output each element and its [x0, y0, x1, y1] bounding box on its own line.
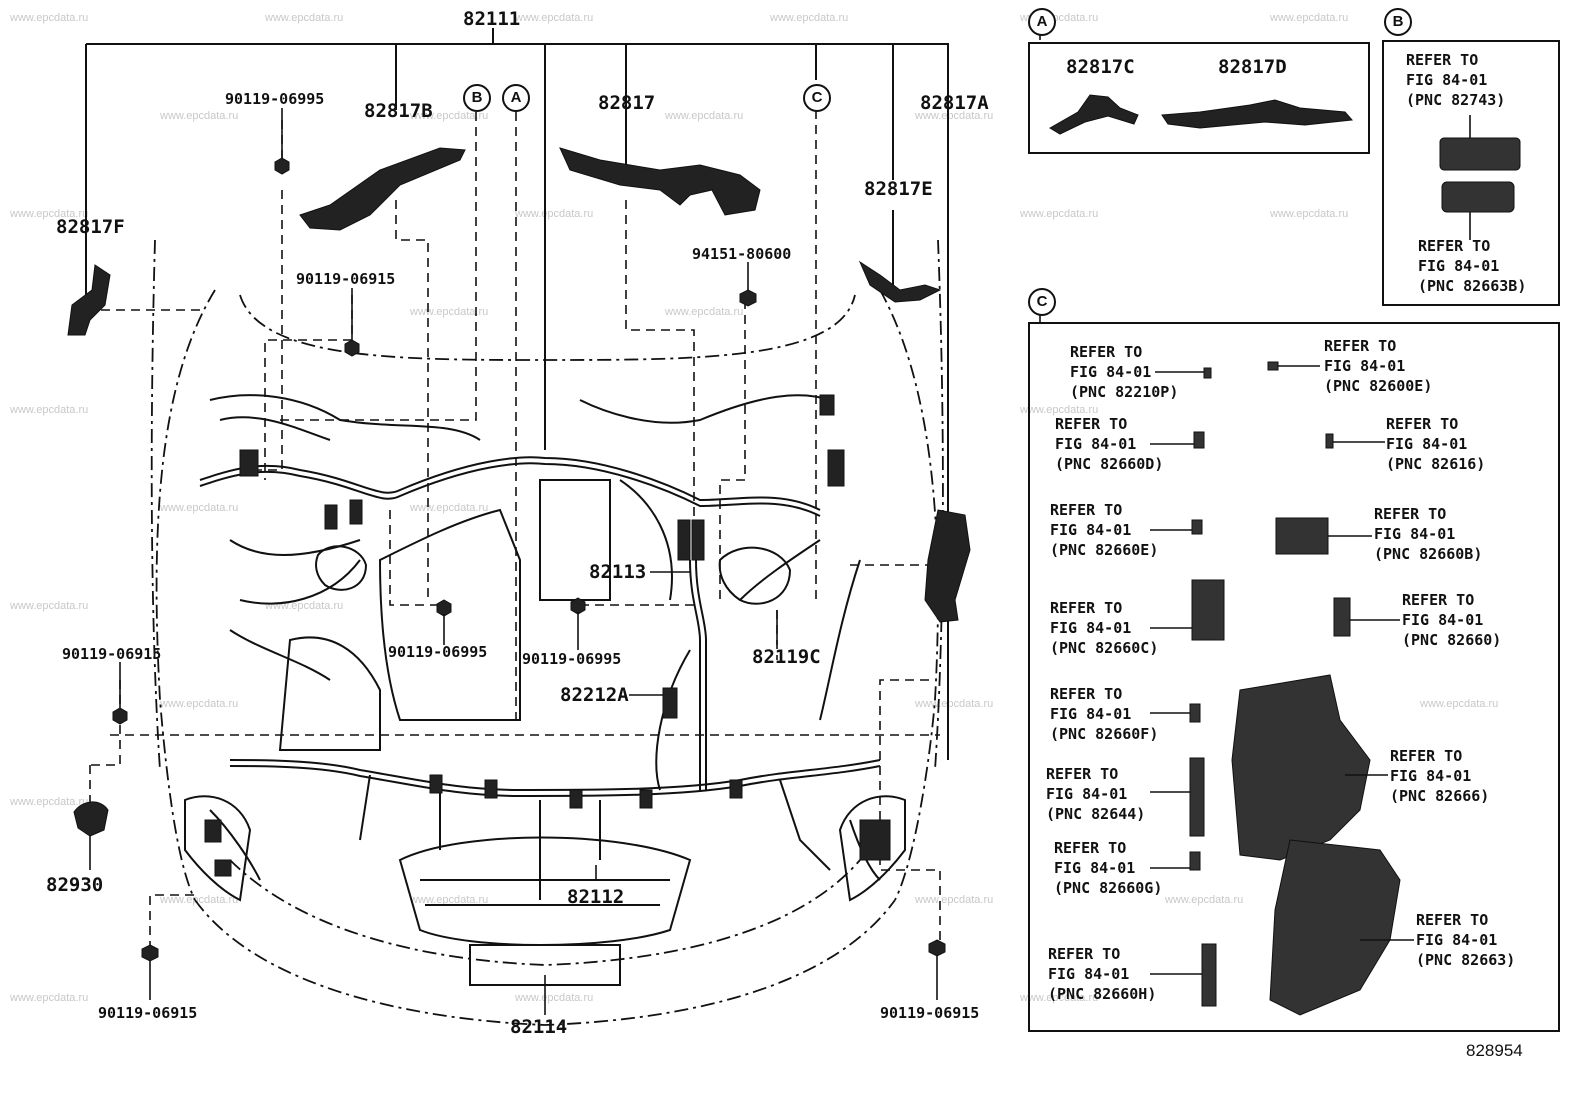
watermark: www.epcdata.ru — [1165, 894, 1244, 906]
watermark: www.epcdata.ru — [10, 12, 89, 24]
watermark: www.epcdata.ru — [515, 992, 594, 1004]
watermark: www.epcdata.ru — [915, 110, 994, 122]
refer-to-82660H: REFER TO FIG 84-01 (PNC 82660H) — [1048, 945, 1157, 1003]
watermark: www.epcdata.ru — [410, 306, 489, 318]
panel-b-box — [1382, 40, 1560, 306]
figure-code: 828954 — [1466, 1041, 1523, 1060]
part-82817C: 82817C — [1066, 56, 1135, 78]
watermark: www.epcdata.ru — [160, 698, 239, 710]
part-82930: 82930 — [46, 874, 104, 896]
refer-to-82663: REFER TO FIG 84-01 (PNC 82663) — [1416, 911, 1516, 969]
watermark: www.epcdata.ru — [515, 208, 594, 220]
watermark: www.epcdata.ru — [665, 110, 744, 122]
watermark: www.epcdata.ru — [10, 404, 89, 416]
refer-to-82660F: REFER TO FIG 84-01 (PNC 82660F) — [1050, 685, 1159, 743]
watermark: www.epcdata.ru — [1270, 208, 1349, 220]
panel-a-box — [1028, 42, 1370, 154]
refer-to-82600E: REFER TO FIG 84-01 (PNC 82600E) — [1324, 337, 1433, 395]
watermark: www.epcdata.ru — [515, 12, 594, 24]
part-82111: 82111 — [463, 8, 521, 30]
watermark: www.epcdata.ru — [1420, 698, 1499, 710]
bolt-label: 90119-06915 — [880, 1004, 980, 1022]
part-82119C: 82119C — [752, 646, 821, 668]
callout-a-main: A — [502, 84, 530, 112]
bolt-label: 90119-06995 — [388, 643, 488, 661]
part-82212A: 82212A — [560, 684, 629, 706]
callout-b: B — [1384, 8, 1412, 36]
callout-b-main: B — [463, 84, 491, 112]
part-82817D: 82817D — [1218, 56, 1287, 78]
watermark: www.epcdata.ru — [410, 894, 489, 906]
bolt-label: 94151-80600 — [692, 245, 792, 263]
watermark: www.epcdata.ru — [915, 894, 994, 906]
part-82113: 82113 — [589, 561, 647, 583]
part-82817B: 82817B — [364, 100, 433, 122]
refer-to-82644: REFER TO FIG 84-01 (PNC 82644) — [1046, 765, 1146, 823]
part-82817A: 82817A — [920, 92, 989, 114]
callout-c: C — [1028, 288, 1056, 316]
callout-a: A — [1028, 8, 1056, 36]
callout-c-main: C — [803, 84, 831, 112]
refer-to-82660E: REFER TO FIG 84-01 (PNC 82660E) — [1050, 501, 1159, 559]
refer-to-82743: REFER TO FIG 84-01 (PNC 82743) — [1406, 51, 1506, 109]
bolt-label: 90119-06915 — [98, 1004, 198, 1022]
refer-to-82663B: REFER TO FIG 84-01 (PNC 82663B) — [1418, 237, 1527, 295]
part-82817F: 82817F — [56, 216, 125, 238]
refer-to-82666: REFER TO FIG 84-01 (PNC 82666) — [1390, 747, 1490, 805]
bolt-label: 90119-06995 — [225, 90, 325, 108]
refer-to-82660: REFER TO FIG 84-01 (PNC 82660) — [1402, 591, 1502, 649]
watermark: www.epcdata.ru — [160, 894, 239, 906]
watermark: www.epcdata.ru — [10, 992, 89, 1004]
watermark: www.epcdata.ru — [410, 110, 489, 122]
watermark: www.epcdata.ru — [1020, 992, 1099, 1004]
refer-to-82660D: REFER TO FIG 84-01 (PNC 82660D) — [1055, 415, 1164, 473]
watermark: www.epcdata.ru — [410, 502, 489, 514]
part-82114: 82114 — [510, 1016, 568, 1038]
panel-c-box — [1028, 322, 1560, 1032]
watermark: www.epcdata.ru — [10, 796, 89, 808]
bolt-label: 90119-06995 — [522, 650, 622, 668]
part-82817E: 82817E — [864, 178, 933, 200]
watermark: www.epcdata.ru — [1020, 404, 1099, 416]
refer-to-82660B: REFER TO FIG 84-01 (PNC 82660B) — [1374, 505, 1483, 563]
watermark: www.epcdata.ru — [10, 208, 89, 220]
watermark: www.epcdata.ru — [665, 306, 744, 318]
refer-to-82660C: REFER TO FIG 84-01 (PNC 82660C) — [1050, 599, 1159, 657]
watermark: www.epcdata.ru — [1270, 12, 1349, 24]
refer-to-82660G: REFER TO FIG 84-01 (PNC 82660G) — [1054, 839, 1163, 897]
bolt-label: 90119-06915 — [62, 645, 162, 663]
part-82817: 82817 — [598, 92, 656, 114]
watermark: www.epcdata.ru — [770, 12, 849, 24]
watermark: www.epcdata.ru — [1020, 208, 1099, 220]
watermark: www.epcdata.ru — [160, 502, 239, 514]
part-82112: 82112 — [567, 886, 625, 908]
watermark: www.epcdata.ru — [10, 600, 89, 612]
watermark: www.epcdata.ru — [160, 110, 239, 122]
refer-to-82210P: REFER TO FIG 84-01 (PNC 82210P) — [1070, 343, 1179, 401]
watermark: www.epcdata.ru — [265, 12, 344, 24]
refer-to-82616: REFER TO FIG 84-01 (PNC 82616) — [1386, 415, 1486, 473]
bolt-label: 90119-06915 — [296, 270, 396, 288]
